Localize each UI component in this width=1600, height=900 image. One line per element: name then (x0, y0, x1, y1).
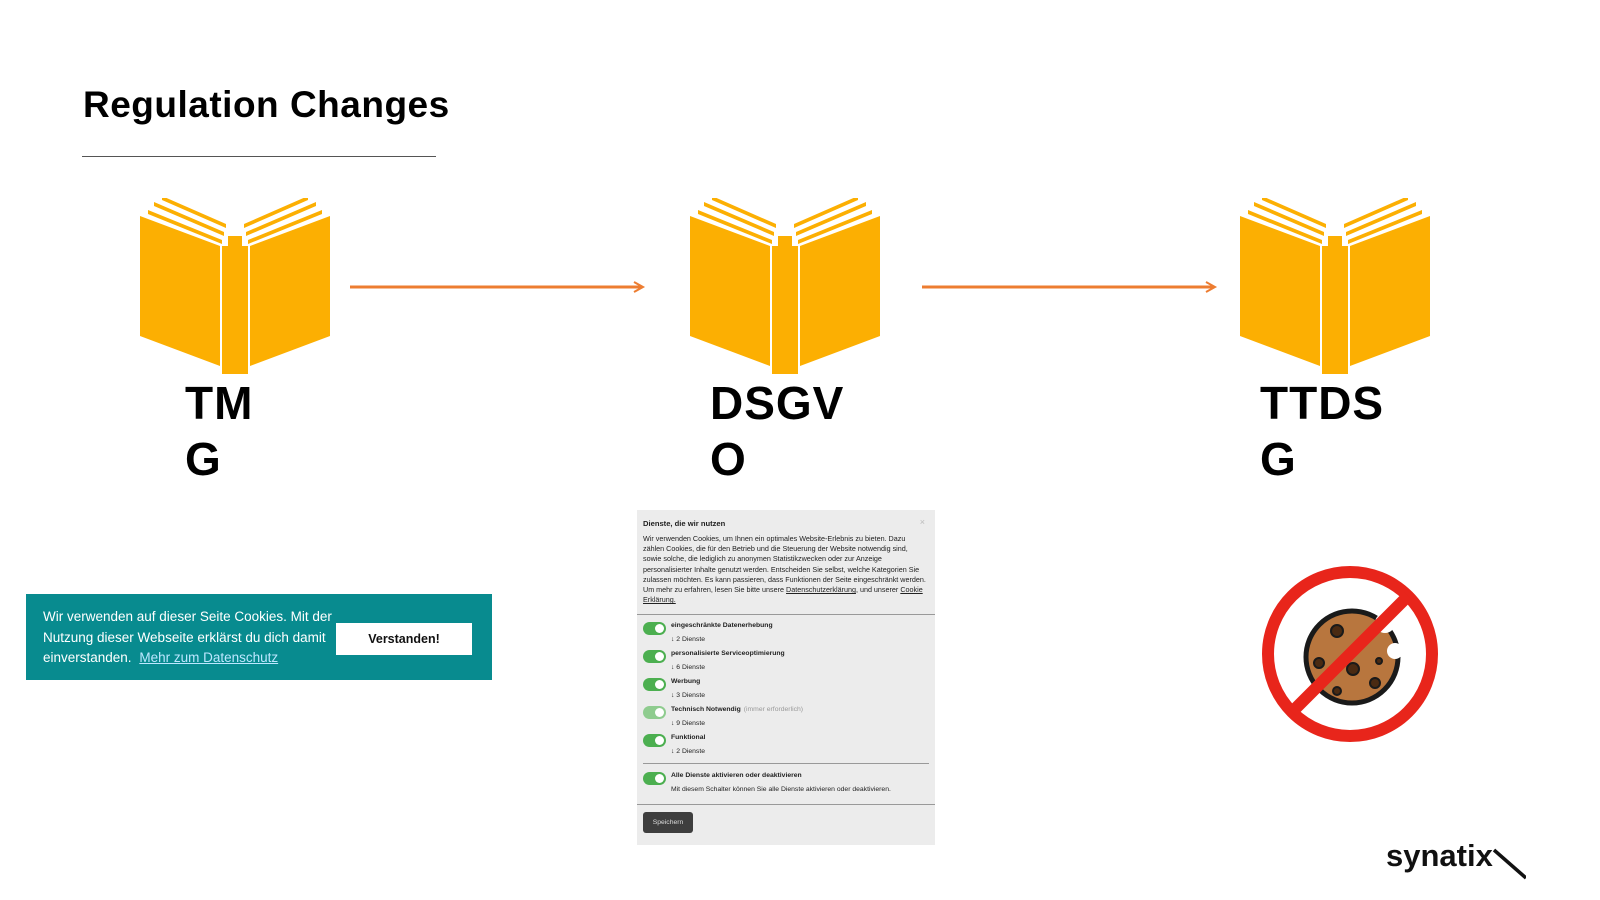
service-count[interactable]: ↓ 2 Dienste (671, 636, 706, 643)
no-cookies-icon (1262, 566, 1438, 742)
label-dsgvo: DSGV O (710, 377, 845, 485)
service-name: Funktional (671, 734, 706, 741)
all-services-description: Mit diesem Schalter können Sie alle Dien… (671, 786, 891, 793)
toggle-switch[interactable] (643, 734, 666, 747)
service-count[interactable]: ↓ 2 Dienste (671, 748, 706, 755)
toggle-switch[interactable] (643, 622, 666, 635)
service-count[interactable]: ↓ 6 Dienste (671, 664, 706, 671)
cookie-banner: Wir verwenden auf dieser Seite Cookies. … (26, 594, 492, 680)
all-services-label: Alle Dienste aktivieren oder deaktiviere… (671, 772, 802, 779)
title-underline (82, 156, 436, 157)
book-icon (690, 198, 880, 374)
service-name: Werbung (671, 678, 701, 685)
service-row: Werbung ↓ 3 Dienste (643, 676, 929, 702)
service-row: Funktional ↓ 2 Dienste (643, 732, 929, 758)
service-name: personalisierte Serviceoptimierung (671, 650, 785, 657)
accept-button[interactable]: Verstanden! (336, 623, 472, 655)
dialog-text-part: , und unserer (855, 585, 901, 595)
arrow-tmg-to-dsgvo (350, 281, 646, 293)
book-icon (140, 198, 330, 374)
logo-text: synatix (1386, 838, 1494, 873)
toggle-switch[interactable] (643, 678, 666, 691)
label-ttdsg: TTDS G (1260, 377, 1385, 485)
service-name: eingeschränkte Datenerhebung (671, 622, 773, 629)
save-button[interactable]: Speichern (643, 812, 693, 833)
toggle-switch[interactable] (643, 650, 666, 663)
arrow-dsgvo-to-ttdsg (922, 281, 1218, 293)
service-name-text: Technisch Notwendig (671, 706, 741, 713)
divider (637, 614, 935, 615)
divider (637, 804, 935, 805)
book-icon (1240, 198, 1430, 374)
consent-dialog: × Dienste, die wir nutzen Wir verwenden … (637, 510, 935, 845)
slide-title: Regulation Changes (83, 84, 450, 125)
synatix-logo: synatix (1386, 838, 1526, 880)
service-name: Technisch Notwendig(immer erforderlich) (671, 705, 803, 715)
service-row: eingeschränkte Datenerhebung ↓ 2 Dienste (643, 620, 929, 646)
service-row: Technisch Notwendig(immer erforderlich) … (643, 704, 929, 730)
cookie-banner-text: Wir verwenden auf dieser Seite Cookies. … (43, 607, 333, 669)
privacy-policy-link[interactable]: Datenschutzerklärung (786, 585, 856, 595)
cookie-policy-link[interactable]: Cookie Erklärung. (643, 585, 923, 605)
dialog-title: Dienste, die wir nutzen (643, 519, 726, 528)
cookie-banner-message: Wir verwenden auf dieser Seite Cookies. … (43, 609, 332, 665)
toggle-switch (643, 706, 666, 719)
privacy-link[interactable]: Mehr zum Datenschutz (139, 650, 279, 665)
dialog-text-part: Wir verwenden Cookies, um Ihnen ein opti… (643, 534, 926, 595)
service-note: (immer erforderlich) (743, 706, 804, 713)
service-count[interactable]: ↓ 3 Dienste (671, 692, 706, 699)
toggle-all-switch[interactable] (643, 772, 666, 785)
divider (643, 763, 929, 764)
close-icon[interactable]: × (919, 517, 925, 527)
dialog-description: Wir verwenden Cookies, um Ihnen ein opti… (643, 534, 927, 605)
label-tmg: TM G (185, 377, 254, 485)
service-row: personalisierte Serviceoptimierung ↓ 6 D… (643, 648, 929, 674)
service-count[interactable]: ↓ 9 Dienste (671, 720, 706, 727)
all-services-row: Alle Dienste aktivieren oder deaktiviere… (643, 770, 929, 796)
